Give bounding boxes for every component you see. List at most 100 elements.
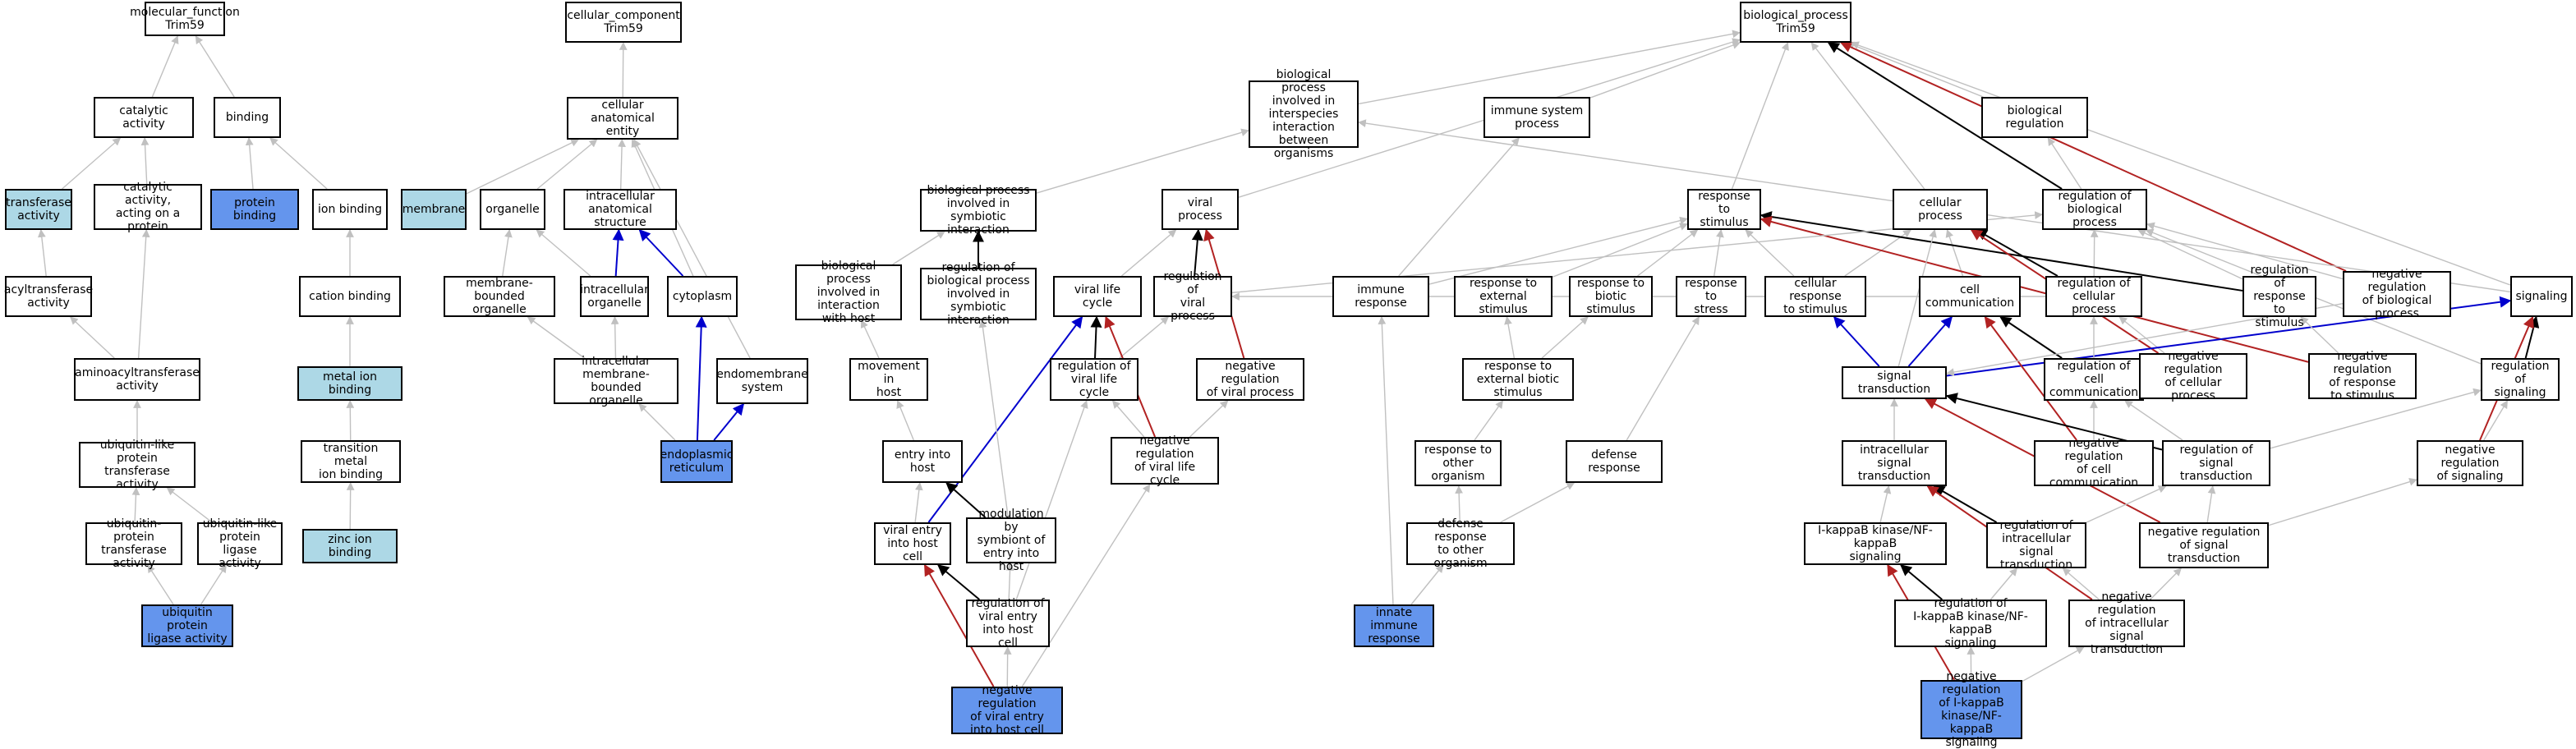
go-term-cellular-response-to-stimulus[interactable]: cellular response to stimulus (1764, 276, 1866, 317)
go-term-catalytic-activity[interactable]: catalytic activity (94, 97, 194, 138)
go-term-cellular-anatomical-entity[interactable]: cellular anatomical entity (567, 97, 678, 140)
go-term-catalytic-activity-acting-on-a-protein[interactable]: catalytic activity, acting on a protein (94, 184, 202, 230)
go-term-molecular-function-trim59[interactable]: molecular_function Trim59 (145, 2, 225, 36)
go-term-negative-regulation-of-biological-process[interactable]: negative regulation of biological proces… (2343, 271, 2451, 317)
go-term-intracellular-anatomical-structure[interactable]: intracellular anatomical structure (564, 189, 677, 230)
edge-cytoplasm-to-ias (640, 230, 683, 276)
go-term-response-to-other-organism[interactable]: response to other organism (1414, 440, 1502, 486)
go-term-defense-response-to-other-organism[interactable]: defense response to other organism (1406, 522, 1515, 565)
go-term-ubiquitin-like-protein-transferase-activity[interactable]: ubiquitin-like protein transferase activ… (79, 442, 196, 488)
go-term-regulation-of-i-kappab-kinase-nf-kappab-signaling[interactable]: regulation of I-kappaB kinase/NF-kappaB … (1894, 600, 2047, 647)
go-term-regulation-of-cell-communication[interactable]: regulation of cell communication (2044, 358, 2144, 401)
go-term-intracellular-membrane-bounded-organelle[interactable]: intracellular membrane-bounded organelle (554, 358, 678, 404)
edge-negregbp-to-regbp (2147, 224, 2343, 279)
go-term-negative-regulation-of-response-to-stimulus[interactable]: negative regulation of response to stimu… (2308, 353, 2417, 399)
go-term-biological-process-involved-in-interaction-with-host[interactable]: biological process involved in interacti… (795, 264, 902, 320)
go-term-regulation-of-response-to-stimulus[interactable]: regulation of response to stimulus (2242, 276, 2316, 317)
edge-imbo-to-mbo (527, 317, 584, 358)
go-term-aminoacyltransferase-activity[interactable]: aminoacyltransferase activity (74, 358, 200, 401)
go-term-ubiquitin-like-protein-ligase-activity[interactable]: ubiquitin-like protein ligase activity (197, 522, 283, 565)
go-term-response-to-stress[interactable]: response to stress (1676, 276, 1746, 317)
edge-viralentry-to-vlc (928, 317, 1082, 522)
edge-vlc-to-viralproc (1121, 230, 1175, 276)
go-term-cation-binding[interactable]: cation binding (299, 276, 401, 317)
edge-bpsym-to-bpinter (1037, 131, 1249, 193)
go-term-i-kappab-kinase-nf-kappab-signaling[interactable]: I-kappaB kinase/NF-kappaB signaling (1804, 522, 1947, 565)
go-term-acyltransferase-activity[interactable]: acyltransferase activity (5, 276, 92, 317)
go-term-ubiquitin-protein-transferase-activity[interactable]: ubiquitin-protein transferase activity (85, 522, 182, 565)
go-term-regulation-of-signal-transduction[interactable]: regulation of signal transduction (2162, 440, 2270, 486)
edge-mbo-to-organelle (503, 230, 509, 276)
go-term-cell-communication[interactable]: cell communication (1919, 276, 2021, 317)
go-term-viral-process[interactable]: viral process (1162, 189, 1239, 230)
go-term-immune-system-process[interactable]: immune system process (1484, 97, 1590, 138)
edge-regcp-to-cellproc (1976, 230, 2058, 276)
edge-negregvlc-to-negregvp (1189, 401, 1227, 437)
go-term-viral-life-cycle[interactable]: viral life cycle (1053, 276, 1142, 317)
go-term-ion-binding[interactable]: ion binding (312, 189, 388, 230)
edge-regikb-to-regist (1990, 568, 2017, 600)
go-term-response-to-external-stimulus[interactable]: response to external stimulus (1454, 276, 1552, 317)
go-term-ubiquitin-protein-ligase-activity[interactable]: ubiquitin protein ligase activity (141, 604, 233, 647)
edge-defresp-to-rstress (1626, 317, 1699, 440)
go-term-cellular-component-trim59[interactable]: cellular_component Trim59 (565, 2, 682, 43)
go-term-regulation-of-cellular-process[interactable]: regulation of cellular process (2045, 276, 2142, 317)
go-term-zinc-ion-binding[interactable]: zinc ion binding (302, 529, 398, 563)
go-term-movement-in-host[interactable]: movement in host (849, 358, 928, 401)
go-term-transferase-activity[interactable]: transferase activity (5, 189, 72, 230)
go-term-negative-regulation-of-signal-transduction[interactable]: negative regulation of signal transducti… (2139, 522, 2269, 568)
edge-transmetal-to-metalion (350, 401, 351, 440)
go-term-innate-immune-response[interactable]: innate immune response (1354, 604, 1434, 647)
edge-bphost-to-bpsym (893, 232, 945, 264)
go-term-regulation-of-signaling[interactable]: regulation of signaling (2481, 358, 2560, 401)
go-term-negative-regulation-of-intracellular-signal-transduction[interactable]: negative regulation of intracellular sig… (2068, 600, 2185, 647)
go-term-protein-binding[interactable]: protein binding (210, 189, 299, 230)
go-term-defense-response[interactable]: defense response (1566, 440, 1663, 483)
edge-aminoacyl-to-acyl (71, 317, 114, 358)
go-term-biological-process-trim59[interactable]: biological_process Trim59 (1740, 2, 1852, 43)
go-term-signaling[interactable]: signaling (2510, 276, 2573, 317)
go-term-negative-regulation-of-viral-process[interactable]: negative regulation of viral process (1196, 358, 1304, 401)
go-term-immune-response[interactable]: immune response (1332, 276, 1429, 317)
go-term-negative-regulation-of-viral-life-cycle[interactable]: negative regulation of viral life cycle (1111, 437, 1219, 485)
go-term-viral-entry-into-host-cell[interactable]: viral entry into host cell (874, 522, 951, 565)
go-term-membrane-bounded-organelle[interactable]: membrane-bounded organelle (444, 276, 555, 317)
edge-acyl-to-transferase (41, 230, 46, 276)
go-term-regulation-of-biological-process[interactable]: regulation of biological process (2042, 189, 2147, 230)
go-term-membrane[interactable]: membrane (401, 189, 467, 230)
edge-organelle-to-cae (537, 140, 596, 189)
edge-ionbind-to-binding (270, 138, 327, 189)
go-term-regulation-of-biological-process-involved-in-symbiotic-interaction[interactable]: regulation of biological process involve… (920, 268, 1037, 320)
go-term-negative-regulation-of-i-kappab-kinase-nf-kappab-signaling[interactable]: negative regulation of I-kappaB kinase/N… (1920, 680, 2022, 739)
go-term-response-to-external-biotic-stimulus[interactable]: response to external biotic stimulus (1462, 358, 1574, 401)
go-term-negative-regulation-of-cellular-process[interactable]: negative regulation of cellular process (2139, 353, 2247, 399)
go-term-binding[interactable]: binding (214, 97, 281, 138)
edge-sigtrans-to-crs (1834, 317, 1879, 366)
go-term-modulation-by-symbiont-of-entry-into-host[interactable]: modulation by symbiont of entry into hos… (966, 517, 1056, 563)
go-term-intracellular-signal-transduction[interactable]: intracellular signal transduction (1842, 440, 1947, 486)
edge-bioreg-to-bp (1847, 43, 1984, 97)
go-term-regulation-of-viral-process[interactable]: regulation of viral process (1153, 276, 1232, 317)
go-term-cytoplasm[interactable]: cytoplasm (667, 276, 738, 317)
go-term-negative-regulation-of-signaling[interactable]: negative regulation of signaling (2417, 440, 2523, 486)
go-term-biological-regulation[interactable]: biological regulation (1981, 97, 2088, 138)
go-term-entry-into-host[interactable]: entry into host (882, 440, 963, 483)
go-term-cellular-process[interactable]: cellular process (1893, 189, 1988, 230)
go-term-negative-regulation-of-viral-entry-into-host-cell[interactable]: negative regulation of viral entry into … (951, 687, 1063, 734)
go-term-biological-process-involved-in-symbiotic-interaction[interactable]: biological process involved in symbiotic… (920, 189, 1037, 232)
go-term-organelle[interactable]: organelle (480, 189, 545, 230)
edge-defrorg-to-defresp (1501, 483, 1575, 522)
go-term-negative-regulation-of-cell-communication[interactable]: negative regulation of cell communicatio… (2034, 440, 2154, 486)
go-term-endomembrane-system[interactable]: endomembrane system (716, 358, 808, 404)
go-term-regulation-of-viral-entry-into-host-cell[interactable]: regulation of viral entry into host cell (966, 600, 1050, 647)
go-term-response-to-stimulus[interactable]: response to stimulus (1687, 189, 1761, 230)
go-term-intracellular-organelle[interactable]: intracellular organelle (580, 276, 649, 317)
go-term-signal-transduction[interactable]: signal transduction (1842, 366, 1947, 399)
go-term-regulation-of-intracellular-signal-transduction[interactable]: regulation of intracellular signal trans… (1986, 522, 2086, 568)
go-term-biological-process-involved-in-interspecies-interaction-between-organisms[interactable]: biological process involved in interspec… (1249, 80, 1359, 148)
go-term-transition-metal-ion-binding[interactable]: transition metal ion binding (301, 440, 401, 483)
go-term-endoplasmic-reticulum[interactable]: endoplasmic reticulum (660, 440, 733, 483)
go-term-metal-ion-binding[interactable]: metal ion binding (297, 366, 402, 401)
go-term-response-to-biotic-stimulus[interactable]: response to biotic stimulus (1569, 276, 1653, 317)
go-term-regulation-of-viral-life-cycle[interactable]: regulation of viral life cycle (1050, 358, 1138, 401)
